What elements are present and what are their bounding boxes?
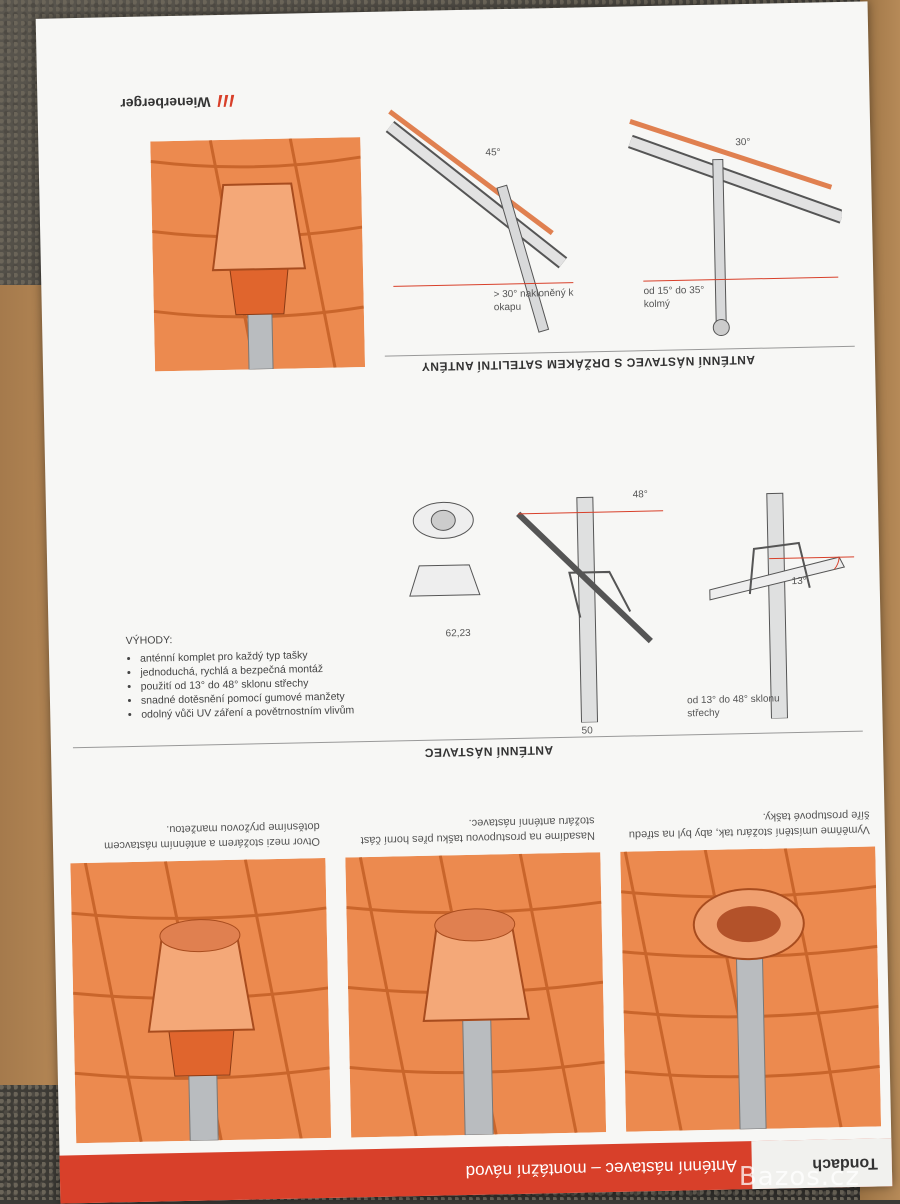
step-2-text: Nasadíme na prostupovou tašku přes horní… xyxy=(360,814,596,847)
slope-diagram-high xyxy=(498,491,673,725)
satellite-note-left: od 15° do 35° kolmý xyxy=(643,284,705,311)
advantages-block: VÝHODY: anténní komplet pro každý typ ta… xyxy=(126,629,368,722)
step-1-illustration xyxy=(620,846,882,1132)
step-2-illustration xyxy=(345,852,607,1138)
pipe-dimension: 50 xyxy=(581,725,593,737)
advantages-list: anténní komplet pro každý typ tašky jedn… xyxy=(126,647,367,722)
logo-text: Wienerberger xyxy=(120,94,211,113)
logo-mark-icon xyxy=(217,94,235,108)
collar-photo-illustration xyxy=(150,137,366,372)
watermark: Bazos.cz xyxy=(738,1162,860,1192)
page-content: Tondach Anténní nástavec – montážní návo… xyxy=(36,1,893,1204)
step-3-text: Otvor mezi stožárem a anténním nástavcem… xyxy=(104,820,321,852)
satellite-angle-left: 30° xyxy=(735,136,751,149)
slope-diagram-low xyxy=(688,487,863,721)
step-3-illustration xyxy=(70,857,332,1144)
slope-range-note: od 13° do 48° sklonu střechy xyxy=(686,693,780,720)
satellite-note-right: > 30° nakloněný k okapu xyxy=(493,287,574,314)
section-antenna-heading: ANTÉNNÍ NÁSTAVEC xyxy=(424,743,554,760)
step-1-text: Vyměňme umístění stožáru tak, aby byl na… xyxy=(628,808,870,841)
collar-width-dimension: 62,23 xyxy=(445,627,471,640)
slope-label-low: 13° xyxy=(791,575,807,588)
collar-diagram xyxy=(398,484,490,606)
advantages-title: VÝHODY: xyxy=(125,634,173,648)
satellite-diagram-perpendicular xyxy=(620,97,845,342)
section-satellite-heading: ANTÉNNÍ NÁSTAVEC S DRŽÁKEM SATELITNÍ ANT… xyxy=(421,352,756,374)
instruction-sheet: Tondach Anténní nástavec – montážní návo… xyxy=(35,1,893,1204)
satellite-diagram-tilted xyxy=(380,102,585,346)
footer-title: Anténní nástavec – montážní návod xyxy=(465,1156,738,1182)
satellite-angle-right: 45° xyxy=(485,147,501,159)
slope-label-high: 48° xyxy=(632,489,648,501)
wienerberger-logo: Wienerberger xyxy=(120,94,235,113)
